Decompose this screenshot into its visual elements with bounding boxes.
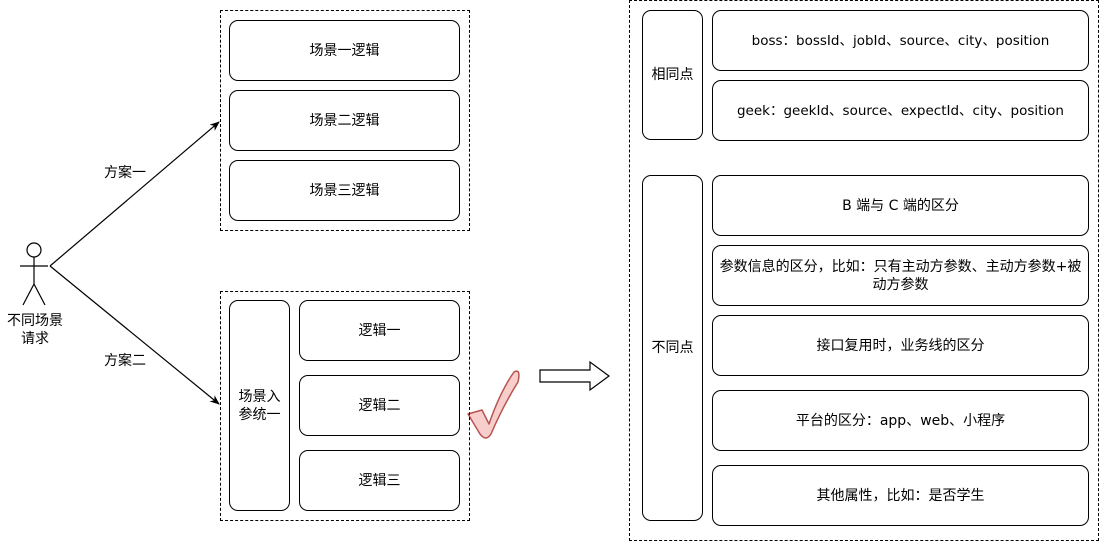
diff-item-platform: 平台的区分：app、web、小程序: [712, 390, 1089, 451]
actor-icon: [20, 242, 48, 306]
actor-label-line1: 不同场景: [7, 313, 63, 329]
plan2-entry-box: 场景入 参统一: [229, 300, 290, 511]
plan2-logic2-box: 逻辑二: [299, 375, 460, 436]
plan2-label: 方案二: [104, 352, 146, 370]
arrow-plan2: [49, 265, 220, 405]
plan1-scene1-box: 场景一逻辑: [229, 20, 460, 81]
diff-item-other: 其他属性，比如：是否学生: [712, 465, 1089, 526]
diff-item-bc: B 端与 C 端的区分: [712, 175, 1089, 236]
plan1-label: 方案一: [104, 164, 146, 182]
diff-label-box: 不同点: [642, 175, 703, 521]
checkmark-icon: [467, 370, 520, 439]
plan1-scene3-box: 场景三逻辑: [229, 160, 460, 221]
plan1-container: [220, 10, 470, 231]
diff-item-business: 接口复用时，业务线的区分: [712, 315, 1089, 376]
actor-label-line2: 请求: [21, 331, 49, 347]
right-arrow-icon: [539, 360, 611, 392]
plan2-container: [220, 291, 470, 521]
actor-label: 不同场景 请求: [0, 312, 70, 348]
plan2-logic1-box: 逻辑一: [299, 300, 460, 361]
plan2-logic3-box: 逻辑三: [299, 450, 460, 511]
plan2-entry-line2: 参统一: [238, 406, 281, 423]
same-item-boss: boss：bossId、jobId、source、city、position: [712, 10, 1089, 71]
plan2-entry-line1: 场景入: [238, 388, 281, 405]
same-label-box: 相同点: [642, 10, 703, 140]
diff-item-params: 参数信息的区分，比如：只有主动方参数、主动方参数+被动方参数: [712, 245, 1089, 306]
same-item-geek: geek：geekId、source、expectId、city、positio…: [712, 80, 1089, 141]
plan1-scene2-box: 场景二逻辑: [229, 90, 460, 151]
arrow-plan1: [49, 121, 220, 267]
